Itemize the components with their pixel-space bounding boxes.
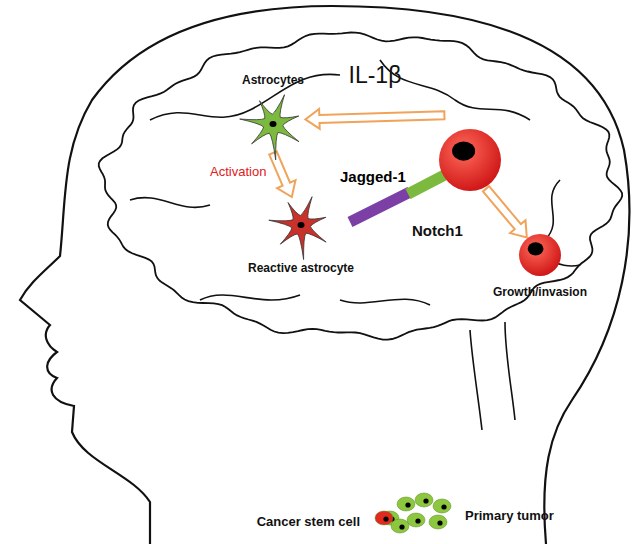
brain-outline [99, 33, 622, 340]
jagged-1-ligand [350, 192, 410, 222]
primary-tumor-cluster: Cancer stem cellPrimary tumor [370, 488, 455, 534]
cell-label: Primary tumor [465, 508, 554, 524]
astrocyte-cell-shape [237, 95, 309, 153]
head-outline [20, 6, 629, 544]
hollow-arrow [305, 109, 444, 129]
cancer-cell-shape [438, 128, 502, 192]
reactive-astrocyte-cell-shape [255, 197, 347, 253]
invading-cell: Growth/invasion [518, 233, 562, 277]
activation-label: Activation [210, 164, 266, 179]
cell-label: Reactive astrocyte [248, 261, 354, 275]
reactive-astrocyte-cell: Reactive astrocyte [255, 197, 347, 253]
cytokine-label: IL-1β [349, 62, 402, 89]
invading-cell-shape [518, 233, 562, 277]
astrocyte-cell: Astrocytes [237, 95, 309, 153]
ligand-label: Jagged-1 [340, 168, 406, 185]
primary-tumor-cluster-shape [370, 488, 455, 534]
cell-label: Cancer stem cell [257, 514, 360, 530]
cell-label: Astrocytes [242, 73, 304, 87]
cell-label: Growth/invasion [493, 285, 587, 299]
cell-label: Notch1 [412, 222, 463, 240]
hollow-arrow [483, 186, 527, 237]
cancer-cell: Notch1 [438, 128, 502, 192]
hollow-arrow [269, 151, 295, 197]
brain-sulci [130, 60, 580, 430]
